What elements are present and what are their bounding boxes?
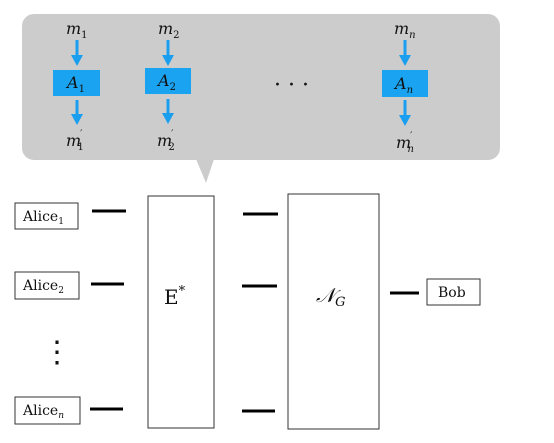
encoder-label: E* — [164, 284, 186, 309]
sender-label: Alice2 — [22, 278, 64, 296]
sender-box — [14, 271, 80, 300]
agent-2: m2 A2 m′2 — [145, 19, 191, 153]
agent-2-input-arrow — [162, 40, 174, 66]
sender-label: Alice1 — [22, 209, 64, 227]
agent-1-block — [53, 70, 100, 96]
sender-alice-2: Alice2 — [14, 271, 80, 300]
sender-box — [14, 396, 81, 425]
sender-alice-n: Alicen — [14, 396, 81, 425]
receiver-box — [426, 278, 481, 306]
agent-1-input-label: m1 — [66, 19, 88, 41]
agent-n-block — [382, 70, 428, 97]
channel-block: 𝒩G — [287, 193, 380, 430]
agents-ellipsis: · · · — [274, 73, 309, 98]
agent-2-output-label: m′2 — [157, 129, 175, 153]
agent-n: mn An m′n — [382, 19, 428, 155]
agent-n-input-arrow — [399, 40, 411, 66]
agent-2-output-arrow — [162, 99, 174, 124]
encoder-block: E* — [147, 195, 215, 429]
sender-box — [14, 202, 79, 230]
senders-ellipsis: ⋮ — [42, 335, 72, 370]
agent-1-block-label: A1 — [65, 73, 85, 95]
agent-1-output-label: m′1 — [66, 129, 84, 153]
encoder-connectors — [242, 212, 278, 413]
callout-bubble — [22, 14, 500, 183]
receiver-label: Bob — [438, 285, 466, 301]
agent-2-input-label: m2 — [158, 19, 180, 41]
sender-alice-1: Alice1 — [14, 202, 79, 230]
agent-n-block-label: An — [393, 74, 413, 96]
agent-2-block-label: A2 — [156, 71, 176, 93]
sender-label: Alicen — [22, 403, 64, 421]
agent-n-output-label: m′n — [396, 131, 414, 155]
receiver-bob: Bob — [426, 278, 481, 306]
sender-connectors — [90, 209, 126, 411]
agent-1: m1 A1 m′1 — [53, 19, 100, 153]
agent-n-output-arrow — [399, 100, 411, 126]
agent-2-block — [145, 68, 191, 94]
agent-1-output-arrow — [71, 100, 83, 125]
agent-n-input-label: mn — [394, 19, 416, 41]
agent-1-input-arrow — [71, 40, 83, 66]
